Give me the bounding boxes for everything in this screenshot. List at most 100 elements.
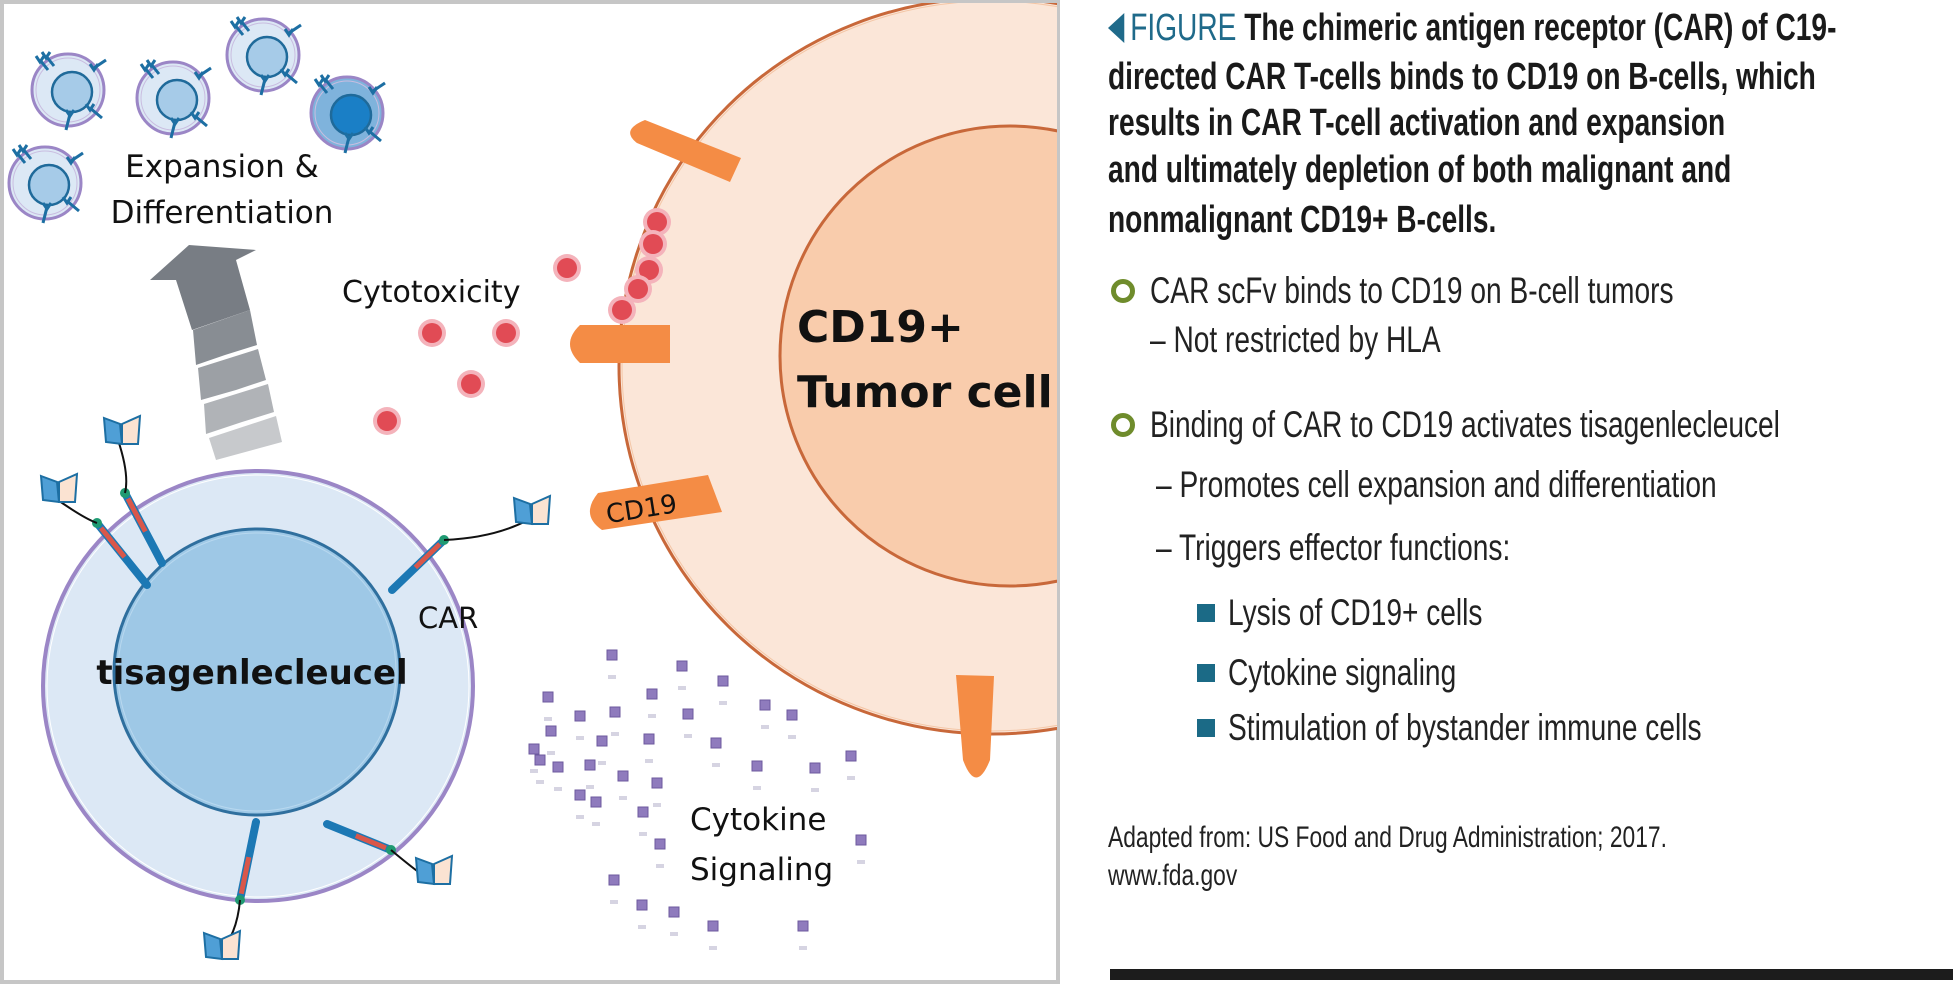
granule (496, 323, 516, 343)
cytokine-shadow (544, 717, 552, 721)
receptor-head (41, 202, 53, 212)
cytokine-shadow (761, 725, 769, 729)
receptor-head (363, 126, 375, 136)
cytokine-shadow (653, 803, 661, 807)
cytokine (643, 733, 655, 745)
receptor-head (40, 51, 52, 61)
scfv-light-chain (58, 472, 79, 503)
cytokine-shadow (709, 946, 717, 950)
cytokine (751, 760, 763, 772)
receptor-head (88, 63, 100, 73)
car-t-diagram: CD19 (0, 0, 1060, 984)
cytokine (710, 737, 722, 749)
cytokine (717, 675, 729, 687)
granule (628, 279, 648, 299)
cytokine (646, 688, 658, 700)
cytokine (574, 789, 586, 801)
cytokine-shadow (592, 822, 600, 826)
circle-bullet-icon (1111, 279, 1135, 303)
cytokine (759, 699, 771, 711)
receptor-head (61, 196, 73, 206)
cytokine (797, 920, 809, 932)
sub-sub-bullet-item: Cytokine signaling (1228, 652, 1457, 693)
cytokine-shadow (576, 815, 584, 819)
cytokine-shadow (611, 732, 619, 736)
cytokine-shadow (639, 832, 647, 836)
cytokine (609, 706, 621, 718)
car-receptor (202, 818, 260, 961)
cytokine (636, 899, 648, 911)
cytokine (528, 743, 540, 755)
cytokine-shadow (619, 796, 627, 800)
cytokine (637, 806, 649, 818)
car-signaling-domain (413, 542, 442, 570)
cytokine (534, 754, 546, 766)
cytokine-shadow (610, 900, 618, 904)
source-url: www.fda.gov (1108, 859, 1238, 892)
receptor-head (17, 144, 29, 154)
circle-bullet-icon (1111, 413, 1135, 437)
figure-label: FIGURE (1130, 7, 1237, 49)
granule (612, 300, 632, 320)
cytokine-shadow (638, 925, 646, 929)
cytokine-shadow (576, 736, 584, 740)
cytokine (707, 920, 719, 932)
expanded-t-cell (135, 59, 212, 139)
scfv-light-chain (531, 494, 552, 525)
cytokine-label-line1: Cytokine (690, 802, 826, 838)
receptor-head (139, 63, 151, 73)
sub-bullet-item: – Triggers effector functions: (1156, 527, 1511, 568)
cytokine-shadow (847, 776, 855, 780)
cytokine (584, 759, 596, 771)
cytokine (676, 660, 688, 672)
tumor-cell-label-line2: Tumor cell (797, 367, 1053, 418)
cd19-antigen-middle (570, 325, 670, 363)
cytokine-shadow (598, 761, 606, 765)
sub-sub-bullet-item: Stimulation of bystander immune cells (1228, 707, 1702, 748)
sub-sub-bullet-item: Lysis of CD19+ cells (1228, 592, 1483, 633)
cytokine-shadow (811, 788, 819, 792)
cd19-antigen-top (630, 120, 741, 182)
cytokine-shadow (670, 932, 678, 936)
car-receptors (39, 414, 552, 961)
receptor-head (145, 59, 157, 69)
receptor-head (11, 148, 23, 158)
cytokine-shadow (608, 675, 616, 679)
granule (643, 234, 663, 254)
receptor-head (229, 20, 241, 30)
receptor-head (193, 71, 205, 81)
receptor-head (64, 109, 76, 119)
cytokine (590, 796, 602, 808)
cytokine-shadow (645, 759, 653, 763)
expanded-t-cell (7, 144, 84, 224)
receptor-head (259, 74, 271, 84)
bullet-item: Binding of CAR to CD19 activates tisagen… (1150, 404, 1780, 445)
cytokine (574, 710, 586, 722)
granule (557, 258, 577, 278)
caption-title-line: and ultimately depletion of both maligna… (1108, 149, 1732, 191)
cytokine-shadow (536, 780, 544, 784)
receptor-head (169, 117, 181, 127)
square-bullet-icon (1197, 604, 1215, 622)
expanded-t-cell (225, 16, 302, 96)
sub-bullet-item: – Promotes cell expansion and differenti… (1156, 464, 1717, 505)
cd19-antigen-bound (589, 475, 722, 530)
cytokine-shadow (648, 714, 656, 718)
cytokine (845, 750, 857, 762)
source-citation: Adapted from: US Food and Drug Administr… (1108, 821, 1667, 854)
car-receptor (39, 472, 151, 589)
cytokine-shadow (799, 946, 807, 950)
car-linker (117, 439, 128, 494)
expanded-t-cell (309, 74, 386, 154)
cytokine-shadow (753, 786, 761, 790)
cytokine (682, 708, 694, 720)
car-label: CAR (418, 601, 478, 635)
cytokine-label-line2: Signaling (690, 852, 833, 888)
car-receptor (388, 494, 552, 594)
cytokine (608, 874, 620, 886)
cd19-antigen-bottom (956, 675, 994, 778)
scfv-light-chain (433, 854, 454, 885)
caption-title-line: directed CAR T-cells binds to CD19 on B-… (1108, 56, 1816, 98)
bullet-item: CAR scFv binds to CD19 on B-cell tumors (1150, 270, 1674, 311)
caption-title-line: results in CAR T-cell activation and exp… (1108, 102, 1726, 144)
